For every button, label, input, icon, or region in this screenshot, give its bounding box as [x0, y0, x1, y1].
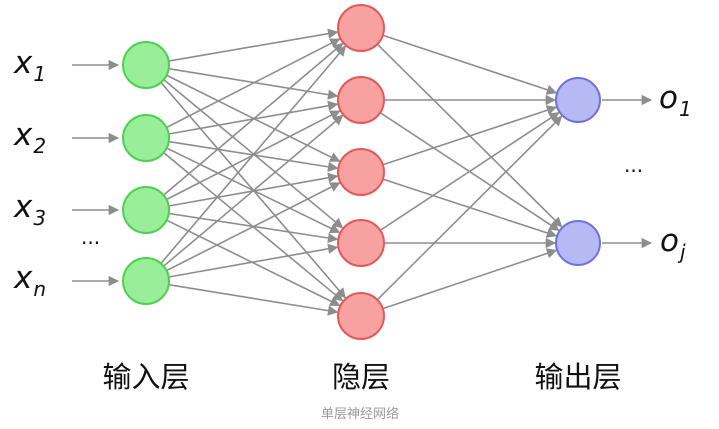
input-label-subscript: 2 — [33, 134, 46, 158]
input-label-base: x — [13, 45, 33, 81]
diagram-caption: 单层神经网络 — [321, 406, 399, 422]
input-label-subscript: n — [33, 277, 46, 301]
input-label-base: x — [13, 260, 33, 296]
input-node-2 — [122, 114, 170, 162]
hidden-node-2 — [337, 76, 385, 124]
input-node-4 — [122, 257, 170, 305]
connection-input-4-hidden-5 — [168, 283, 339, 316]
input-label-subscript: 3 — [33, 206, 46, 230]
output-label-subscript: 1 — [679, 97, 692, 121]
connection-hidden-5-output-2 — [382, 248, 558, 310]
output-arrows — [602, 94, 653, 249]
connection-input-2-hidden-1 — [166, 38, 341, 129]
output-label-subscript: j — [677, 240, 686, 264]
output-node-2 — [555, 220, 601, 266]
output-node-1 — [555, 77, 601, 123]
input-label-subscript: 1 — [33, 62, 46, 86]
connection-input-4-hidden-2 — [163, 114, 344, 267]
input-label-3: x3 — [13, 189, 46, 230]
hidden-node-5 — [337, 292, 385, 340]
output-layer-label: 输出层 — [534, 360, 621, 394]
connection-input-4-hidden-4 — [168, 243, 339, 278]
connection-hidden-5-output-1 — [376, 115, 563, 301]
connection-hidden-4-output-1 — [379, 111, 560, 232]
input-label-4: xn — [13, 260, 46, 301]
input-node-3 — [122, 186, 170, 234]
input-label-base: x — [13, 117, 33, 153]
input-label-base: x — [13, 189, 33, 225]
input-node-1 — [122, 41, 170, 89]
network-nodes — [122, 4, 601, 340]
input-label-1: x1 — [13, 45, 46, 86]
hidden-node-1 — [337, 4, 385, 52]
input-arrows — [72, 59, 120, 287]
connection-hidden-3-output-1 — [382, 105, 558, 166]
input-label-2: x2 — [13, 117, 46, 158]
connection-input-1-hidden-4 — [163, 79, 344, 229]
output-label-base: o — [660, 223, 679, 259]
output-label-2: oj — [660, 223, 686, 264]
connection-input-4-hidden-3 — [166, 182, 341, 272]
connection-input-3-hidden-1 — [163, 42, 344, 196]
hidden-node-4 — [337, 219, 385, 267]
input-layer-label: 输入层 — [102, 360, 189, 394]
connection-input-4-hidden-1 — [160, 45, 347, 264]
output-ellipsis: ... — [624, 153, 643, 177]
output-label-base: o — [659, 80, 678, 116]
output-label-1: o1 — [659, 80, 692, 121]
connection-input-1-hidden-1 — [168, 28, 339, 62]
hidden-layer-label: 隐层 — [332, 360, 390, 394]
hidden-node-3 — [337, 148, 385, 196]
input-ellipsis: ... — [81, 225, 100, 249]
network-connections — [160, 28, 563, 316]
connection-hidden-1-output-1 — [382, 34, 558, 95]
